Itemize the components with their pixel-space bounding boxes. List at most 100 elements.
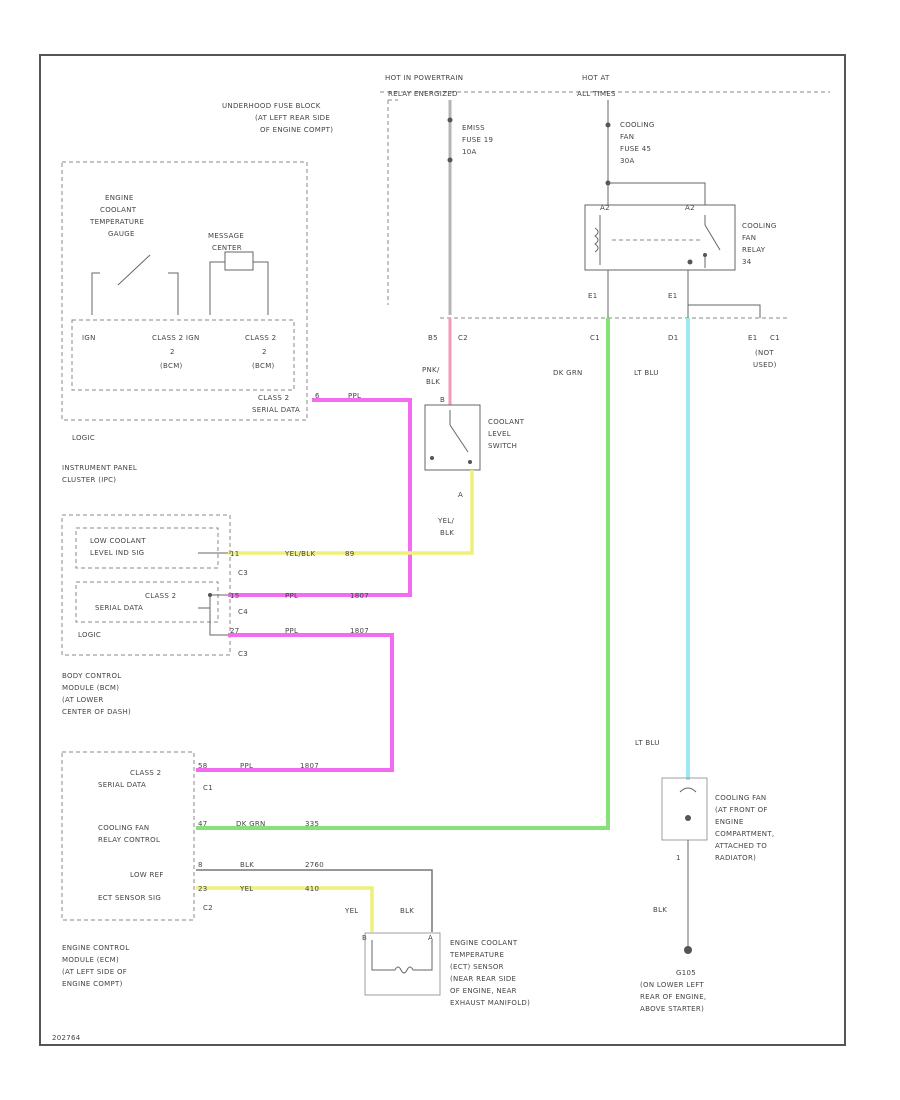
dk-grn-label: DK GRN [553, 369, 583, 377]
msg-center-label: MESSAGE [208, 232, 244, 240]
relay-label-2: FAN [742, 234, 756, 242]
switch-label-2: LEVEL [488, 430, 511, 438]
instrument-panel-cluster: ENGINE COOLANT TEMPERATURE GAUGE MESSAGE… [61, 161, 308, 484]
body-control-module: LOW COOLANT LEVEL IND SIG CLASS 2 SERIAL… [61, 514, 394, 772]
coolant-level-switch: PNK/ BLK B COOLANT LEVEL SWITCH A YEL/ B… [228, 318, 525, 555]
low-ref-label: LOW REF [130, 871, 164, 879]
diagram-frame [39, 54, 846, 1046]
fan-ctrl-label: COOLING FAN [98, 824, 149, 832]
emiss-fuse-label: EMISS [462, 124, 485, 132]
motor-label-5: ATTACHED TO [715, 842, 767, 850]
ipc-serial-label-2: SERIAL DATA [252, 406, 300, 414]
ground-g105: G105 (ON LOWER LEFT REAR OF ENGINE, ABOV… [640, 946, 706, 1013]
bcm-wire-3-num: 1807 [350, 627, 369, 635]
ect-blk-label: BLK [400, 907, 414, 915]
yel-blk-label-2: BLK [440, 529, 454, 537]
ecm-pin-2: 47 [198, 820, 208, 828]
relay-control-wire [196, 318, 610, 830]
bcm-pin-2: 15 [230, 592, 240, 600]
ecm-wire-4-num: 410 [305, 885, 319, 893]
ecm-class2-label: CLASS 2 [130, 769, 161, 777]
ect-label-6: EXHAUST MANIFOLD) [450, 999, 530, 1007]
ign-label: IGN [82, 334, 96, 342]
ground-label-2: (ON LOWER LEFT [640, 981, 704, 989]
class2-label-2: 2 [262, 348, 267, 356]
fan-fuse-label-3: FUSE 45 [620, 145, 651, 153]
motor-label: COOLING FAN [715, 794, 766, 802]
engine-control-module: CLASS 2 SERIAL DATA C1 58 PPL 1807 COOLI… [61, 751, 433, 988]
power-rail: HOT IN POWERTRAIN RELAY ENERGIZED HOT AT… [380, 74, 830, 98]
hot-all-times-label-2: ALL TIMES [577, 90, 616, 98]
motor-pin-label: 1 [676, 854, 681, 862]
ecm-wire-2: DK GRN [236, 820, 266, 828]
bcm-conn-3: C3 [238, 650, 248, 658]
ecm-wire-1-num: 1807 [300, 762, 319, 770]
ecm-conn-c1: C1 [203, 784, 213, 792]
fuse-block-label-2: (AT LEFT REAR SIDE [255, 114, 330, 122]
fuse-block-label-3: OF ENGINE COMPT) [260, 126, 333, 134]
ect-yel-label: YEL [344, 907, 359, 915]
bcm-wire-1: YEL/BLK [284, 550, 315, 558]
motor-label-6: RADIATOR) [715, 854, 756, 862]
low-coolant-label-2: LEVEL IND SIG [90, 549, 144, 557]
ecm-wire-1: PPL [240, 762, 253, 770]
switch-label: COOLANT [488, 418, 525, 426]
ecm-class2-label-2: SERIAL DATA [98, 781, 146, 789]
fan-fuse-label: COOLING [620, 121, 655, 129]
hot-powertrain-label-2: RELAY ENERGIZED [388, 90, 458, 98]
bcm-conn-1: C3 [238, 569, 248, 577]
class2-ign-label: CLASS 2 IGN [152, 334, 200, 342]
ipc-pin-label: 6 [315, 392, 320, 400]
relay-label-3: RELAY [742, 246, 766, 254]
class2-label: CLASS 2 [245, 334, 276, 342]
ect-pin-b: B [362, 934, 367, 942]
relay-pin-e1: E1 [588, 292, 597, 300]
bcm-wire-2: PPL [285, 592, 298, 600]
ground-label: G105 [676, 969, 696, 977]
ecm-wire-3: BLK [240, 861, 254, 869]
ect-label-2: TEMPERATURE [449, 951, 504, 959]
bcm-conn-2: C4 [238, 608, 248, 616]
msg-center-label-2: CENTER [212, 244, 242, 252]
message-center-icon [224, 251, 254, 271]
gauge-label-4: GAUGE [108, 230, 135, 238]
relay-pin-a2-right: A2 [685, 204, 695, 212]
ipc-serial-label: CLASS 2 [258, 394, 289, 402]
ecm-pin-4: 23 [198, 885, 208, 893]
switch-pin-b: B [440, 396, 445, 404]
bcm-class2-label-2: SERIAL DATA [95, 604, 143, 612]
bcm-pin-3: 27 [230, 627, 240, 635]
relay-label-4: 34 [742, 258, 752, 266]
bcm-label-2: MODULE (BCM) [62, 684, 119, 692]
ecm-wire-4: YEL [239, 885, 254, 893]
not-used-label-2: USED) [753, 361, 777, 369]
bcm-wire-3: PPL [285, 627, 298, 635]
cooling-fan-fuse: COOLING FAN FUSE 45 30A [605, 100, 706, 205]
pin-e1c: E1 [748, 334, 757, 342]
gauge-label: ENGINE [105, 194, 134, 202]
cooling-fan-motor: 1 COOLING FAN (AT FRONT OF ENGINE COMPAR… [653, 777, 774, 950]
ecm-label: ENGINE CONTROL [62, 944, 129, 952]
ect-label: ENGINE COOLANT [450, 939, 518, 947]
pin-c1: C1 [590, 334, 600, 342]
ecm-label-4: ENGINE COMPT) [62, 980, 123, 988]
fan-fuse-label-2: FAN [620, 133, 634, 141]
switch-pin-a: A [458, 491, 463, 499]
yel-blk-label: YEL/ [437, 517, 454, 525]
pin-d1: D1 [668, 334, 678, 342]
fan-fuse-label-4: 30A [620, 157, 635, 165]
logic-ipc-label: LOGIC [72, 434, 95, 442]
motor-blk-label: BLK [653, 906, 667, 914]
hot-all-times-label: HOT AT [582, 74, 610, 82]
relay-pin-a2-left: A2 [600, 204, 610, 212]
emiss-fuse-label-3: 10A [462, 148, 477, 156]
bcm-class2-label: CLASS 2 [145, 592, 176, 600]
relay-pin-e1b: E1 [668, 292, 677, 300]
ect-sig-label: ECT SENSOR SIG [98, 894, 161, 902]
emiss-fuse: EMISS FUSE 19 10A [447, 100, 493, 315]
class2-ign-label-3: (BCM) [160, 362, 183, 370]
figure-number: 202764 [52, 1034, 81, 1042]
ecm-pin-3: 8 [198, 861, 203, 869]
ecm-label-3: (AT LEFT SIDE OF [62, 968, 127, 976]
bcm-wire-2-num: 1807 [350, 592, 369, 600]
